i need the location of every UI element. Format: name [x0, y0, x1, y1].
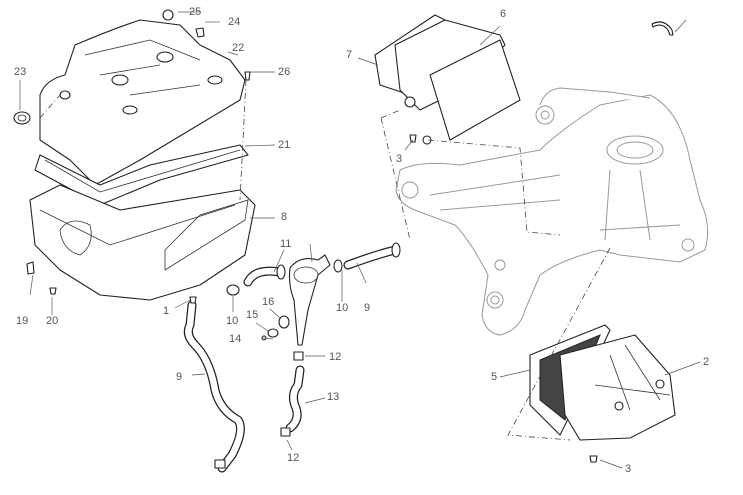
callout-13: 13 [327, 391, 340, 403]
part-17-clip [26, 261, 35, 275]
part-24-screw [244, 71, 251, 81]
leader-lines [19, 11, 701, 469]
callout-11: 11 [280, 238, 292, 250]
callout-19: 21 [278, 139, 291, 151]
part-22-clip [195, 27, 205, 38]
callout-3-upper: 3 [396, 153, 403, 165]
part-10-clamp-left [226, 284, 240, 296]
part-16-grommet [278, 315, 290, 329]
part-12-clamp-lower [280, 427, 291, 437]
callout-8: 9 [176, 371, 183, 383]
part-15-washer [267, 328, 279, 338]
callout-17: 19 [16, 315, 29, 327]
airbox-cover [39, 19, 246, 186]
callout-10-left: 10 [226, 315, 239, 327]
callout-6: 7 [346, 49, 353, 61]
part-10-clamp-right [333, 259, 343, 273]
part-26-wire [651, 21, 674, 36]
part-2-airbox-unit [559, 334, 676, 441]
part-18-clip [49, 287, 57, 295]
frame [395, 87, 709, 336]
callout-1: 1 [163, 305, 170, 317]
callout-22: 24 [228, 16, 241, 28]
part-8-hose [183, 300, 245, 473]
callout-7: 8 [281, 211, 288, 223]
callout-9: 9 [364, 302, 371, 314]
part-23-nut [162, 9, 174, 21]
part-13-hose [285, 365, 305, 433]
part-11-hose [243, 264, 286, 287]
callout-10-right: 10 [336, 302, 349, 314]
part-3-screw-lower [589, 455, 598, 463]
callout-16: 16 [262, 296, 275, 308]
gasket [34, 144, 249, 206]
callout-12-upper: 12 [329, 351, 342, 363]
callout-24: 26 [278, 66, 291, 78]
callout-14: 14 [229, 333, 242, 345]
callout-21: 23 [14, 66, 27, 78]
callout-5: 6 [500, 8, 507, 20]
callout-18: 20 [46, 315, 59, 327]
part-5-filter-cover [394, 19, 521, 141]
callout-20: 22 [232, 42, 245, 54]
airbox-lower [29, 184, 256, 301]
part-12-clamp-upper [293, 351, 304, 361]
callout-15: 15 [246, 309, 259, 321]
part-21-grommet [13, 111, 31, 125]
part-9-hose [343, 242, 401, 270]
part-1-fitting [189, 296, 197, 304]
callout-3-lower: 3 [625, 463, 632, 475]
assembly-lines [39, 79, 611, 441]
part-3-bolt [409, 134, 417, 143]
part-25-breather [288, 254, 331, 346]
callout-12-lower: 12 [287, 452, 300, 464]
callout-2: 2 [703, 356, 710, 368]
callout-23: 25 [189, 6, 202, 18]
callout-4: 5 [491, 371, 498, 383]
